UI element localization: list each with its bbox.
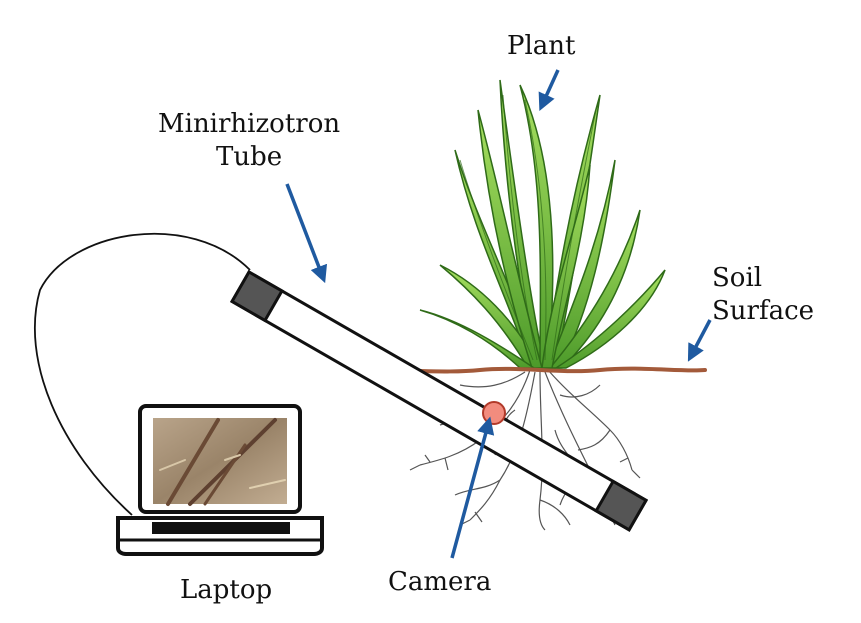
laptop-illustration — [116, 404, 324, 556]
tube-label-line1: Minirhizotron — [158, 109, 341, 139]
plant-leaf-veins — [459, 94, 597, 361]
screen-root-image — [159, 418, 286, 506]
soil-arrow — [687, 319, 712, 362]
camera-arrow — [450, 416, 495, 559]
soil-surface-label: Soil Surface — [712, 262, 814, 327]
camera-dot — [482, 401, 506, 425]
laptop-screen — [153, 418, 287, 504]
label-arrows — [285, 69, 712, 559]
tube-top-cap — [230, 269, 284, 323]
plant-label-text: Plant — [507, 31, 576, 61]
soil-label-line1: Soil — [712, 263, 763, 293]
camera-cable — [33, 232, 251, 516]
camera-label: Camera — [388, 566, 491, 599]
soil-label-line2: Surface — [712, 295, 815, 326]
tube-arrow — [285, 183, 328, 284]
tube-label: Minirhizotron Tube — [158, 108, 340, 173]
plant-arrow — [538, 69, 560, 111]
laptop-label-text: Laptop — [180, 575, 273, 605]
tube-label-line2: Tube — [216, 141, 283, 172]
laptop-label: Laptop — [180, 574, 272, 607]
tube-bottom-cap — [594, 479, 649, 532]
camera-label-text: Camera — [388, 567, 492, 597]
minirhizotron-tube — [230, 269, 649, 532]
plant-label: Plant — [507, 30, 576, 63]
laptop-keyboard — [152, 522, 290, 534]
